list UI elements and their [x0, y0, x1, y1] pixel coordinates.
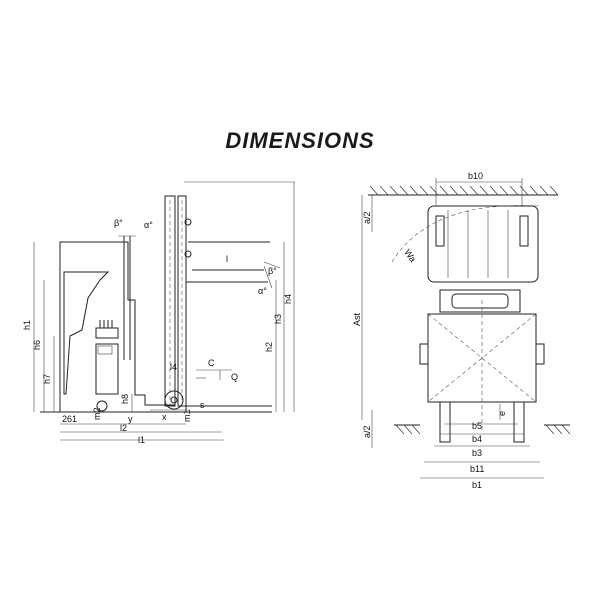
label-q: Q — [231, 372, 238, 382]
label-h4: h4 — [283, 294, 293, 304]
label-261: 261 — [62, 414, 77, 424]
label-b11: b11 — [470, 464, 484, 474]
label-beta-fork: β° — [268, 266, 277, 276]
label-h3: h3 — [273, 314, 283, 324]
label-h8: h8 — [120, 394, 130, 404]
label-alpha-fork: α° — [258, 286, 267, 296]
label-b10: b10 — [468, 171, 483, 181]
label-a2-top: a/2 — [362, 211, 372, 224]
label-m2: m2 — [92, 407, 102, 420]
side-view: β° α° l β° α° C Q l4 h1 h6 h7 h8 h2 h3 h… — [22, 181, 295, 445]
label-x: x — [162, 412, 167, 422]
label-h1: h1 — [22, 320, 32, 330]
label-l2: l2 — [120, 423, 127, 433]
label-b5: b5 — [472, 421, 482, 431]
label-c: C — [208, 358, 215, 368]
label-ast: Ast — [352, 312, 362, 326]
label-beta: β° — [114, 218, 123, 228]
label-l4: l4 — [170, 362, 177, 372]
label-l: l — [226, 254, 228, 264]
page-title: DIMENSIONS — [225, 128, 375, 153]
label-y: y — [128, 414, 133, 424]
label-alpha: α° — [144, 220, 153, 230]
label-h7: h7 — [42, 374, 52, 384]
label-b3: b3 — [472, 448, 482, 458]
label-h2: h2 — [264, 342, 274, 352]
label-m1: m1 — [182, 409, 192, 422]
label-b1: b1 — [472, 480, 482, 490]
label-a2-bottom: a/2 — [362, 425, 372, 438]
label-wa: Wa — [402, 247, 418, 264]
label-e: e — [497, 411, 507, 416]
top-view: b10 a/2 Wa Ast a/2 e b5 b4 b3 b11 b1 — [352, 171, 571, 490]
label-s: s — [200, 400, 205, 410]
label-l1: l1 — [138, 435, 145, 445]
label-b4: b4 — [472, 434, 482, 444]
label-h6: h6 — [32, 340, 42, 350]
